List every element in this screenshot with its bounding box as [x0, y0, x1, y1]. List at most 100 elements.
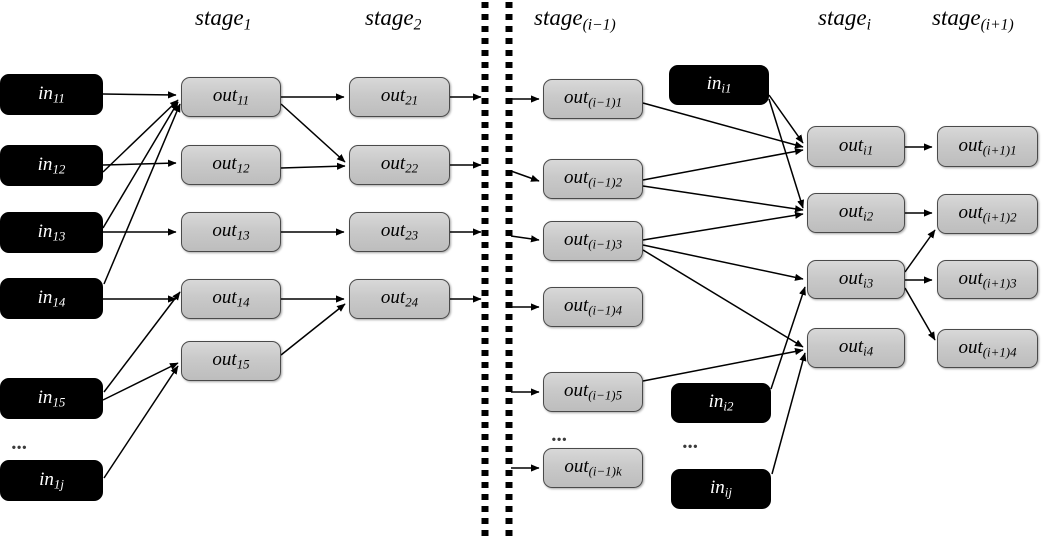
node-label-subscript: (i+1)4: [982, 344, 1017, 360]
node-out_i2[interactable]: outi2: [807, 193, 905, 233]
edge-out_i3-to-out_i+1_4: [904, 287, 936, 341]
edge-in_i1-to-out_i2: [768, 98, 805, 209]
node-label: in13: [38, 222, 66, 244]
node-out22[interactable]: out22: [349, 145, 450, 185]
edge-in12-to-out12: [102, 159, 177, 167]
node-in12[interactable]: in12: [0, 145, 103, 186]
stage-label-subscript: (i+1): [980, 16, 1014, 34]
node-outi-1_5[interactable]: out(i−1)5: [543, 372, 643, 412]
node-in15[interactable]: in15: [0, 378, 103, 419]
node-label: out24: [381, 288, 418, 310]
node-label: out21: [381, 86, 418, 108]
node-label: in1j: [39, 470, 64, 492]
node-label: out(i+1)1: [958, 136, 1016, 158]
node-label-subscript: 15: [236, 356, 250, 372]
node-outi-1_1[interactable]: out(i−1)1: [543, 79, 643, 119]
edge-outi-1_1-to-out_i1: [642, 102, 804, 149]
stage-dividers: [481, 2, 513, 541]
edge-in15-to-out15: [102, 362, 179, 401]
edge-outi-1_3-to-out_i3: [642, 244, 804, 281]
node-in13[interactable]: in13: [0, 212, 103, 253]
node-label: out15: [212, 350, 249, 372]
stage-label-subscript: (i−1): [582, 16, 616, 34]
node-label-base: in: [710, 477, 725, 499]
stage-label-subscript: 2: [413, 16, 422, 34]
stage-label-base: stage: [818, 5, 867, 30]
node-out21[interactable]: out21: [349, 77, 450, 117]
node-outi-1_4[interactable]: out(i−1)4: [543, 287, 643, 327]
node-out14[interactable]: out14: [181, 279, 281, 319]
node-in_i1[interactable]: ini1: [669, 65, 769, 105]
node-label-base: out: [838, 201, 864, 223]
node-label: in11: [38, 84, 65, 106]
edge-in11-to-out11: [102, 91, 177, 99]
node-label-base: out: [380, 85, 406, 107]
stage-label-stage-i-1: stage(i−1): [534, 6, 616, 33]
node-label-base: in: [37, 220, 53, 242]
node-out12[interactable]: out12: [181, 145, 281, 185]
node-out_i+1_1[interactable]: out(i+1)1: [937, 126, 1038, 167]
edge-in13-to-out11: [102, 101, 179, 229]
node-label-subscript: 11: [237, 92, 250, 108]
edge-in15-to-out14: [103, 291, 181, 393]
node-label: outi1: [839, 136, 873, 158]
node-out_i1[interactable]: outi1: [807, 126, 905, 167]
node-label-base: out: [958, 267, 983, 289]
edge-divider-right-to-outi-1_2: [510, 170, 540, 182]
node-in1j[interactable]: in1j: [0, 460, 103, 501]
edge-outi-1_2-to-out_i2: [642, 185, 804, 213]
node-label-base: out: [212, 349, 237, 371]
node-label-base: in: [37, 386, 53, 408]
node-label-subscript: (i−1)3: [588, 236, 623, 252]
node-out23[interactable]: out23: [349, 212, 450, 252]
node-label-subscript: (i−1)4: [588, 302, 623, 318]
node-label: out(i+1)4: [958, 338, 1016, 360]
node-outi-1_k[interactable]: out(i−1)k: [543, 448, 643, 488]
node-label-subscript: 14: [52, 294, 66, 310]
node-out11[interactable]: out11: [181, 77, 281, 117]
node-out_i4[interactable]: outi4: [807, 328, 905, 368]
node-label-subscript: 13: [52, 228, 66, 244]
node-label-base: out: [563, 380, 589, 402]
node-label-base: in: [37, 153, 53, 175]
node-label: ini1: [707, 74, 732, 96]
node-label-subscript: (i+1)3: [982, 275, 1017, 291]
node-outi-1_3[interactable]: out(i−1)3: [543, 221, 643, 261]
node-label: out(i−1)1: [564, 88, 622, 110]
node-label-base: out: [212, 153, 237, 175]
node-label: out(i−1)5: [564, 381, 622, 403]
node-label-subscript: i1: [721, 80, 732, 96]
node-label-subscript: 24: [405, 294, 419, 310]
node-label-subscript: 15: [52, 394, 66, 410]
node-out_i+1_3[interactable]: out(i+1)3: [937, 260, 1038, 299]
edge-in1j-to-out15: [103, 365, 179, 479]
node-label-subscript: (i−1)2: [588, 174, 623, 190]
node-label: outi4: [839, 337, 873, 359]
stage-label-stage-2: stage2: [365, 6, 421, 33]
node-in11[interactable]: in11: [0, 74, 103, 115]
node-in_ij[interactable]: inij: [671, 469, 771, 509]
stage-label-stage-1: stage1: [195, 6, 251, 33]
node-out15[interactable]: out15: [181, 341, 281, 381]
stage-label-base: stage: [932, 5, 981, 30]
node-out_i3[interactable]: outi3: [807, 260, 905, 299]
node-label: outi2: [839, 202, 873, 224]
node-label-subscript: (i−1)5: [588, 387, 623, 403]
node-label-subscript: i1: [863, 142, 874, 158]
stage-label-subscript: 1: [243, 16, 252, 34]
node-label-base: out: [212, 85, 238, 107]
node-outi-1_2[interactable]: out(i−1)2: [543, 159, 643, 199]
node-out_i+1_2[interactable]: out(i+1)2: [937, 194, 1038, 234]
node-in14[interactable]: in14: [0, 278, 103, 319]
node-out13[interactable]: out13: [181, 212, 281, 252]
stage-label-subscript: i: [866, 16, 871, 34]
edge-outi-1_2-to-out_i1: [642, 147, 804, 181]
node-out_i+1_4[interactable]: out(i+1)4: [937, 329, 1038, 368]
node-label-base: in: [706, 73, 722, 95]
node-out24[interactable]: out24: [349, 279, 450, 319]
node-label-base: out: [563, 295, 589, 317]
node-label-base: out: [564, 456, 589, 478]
stage-label-stage-i+1: stage(i+1): [932, 6, 1014, 33]
node-in_i2[interactable]: ini2: [671, 383, 771, 423]
